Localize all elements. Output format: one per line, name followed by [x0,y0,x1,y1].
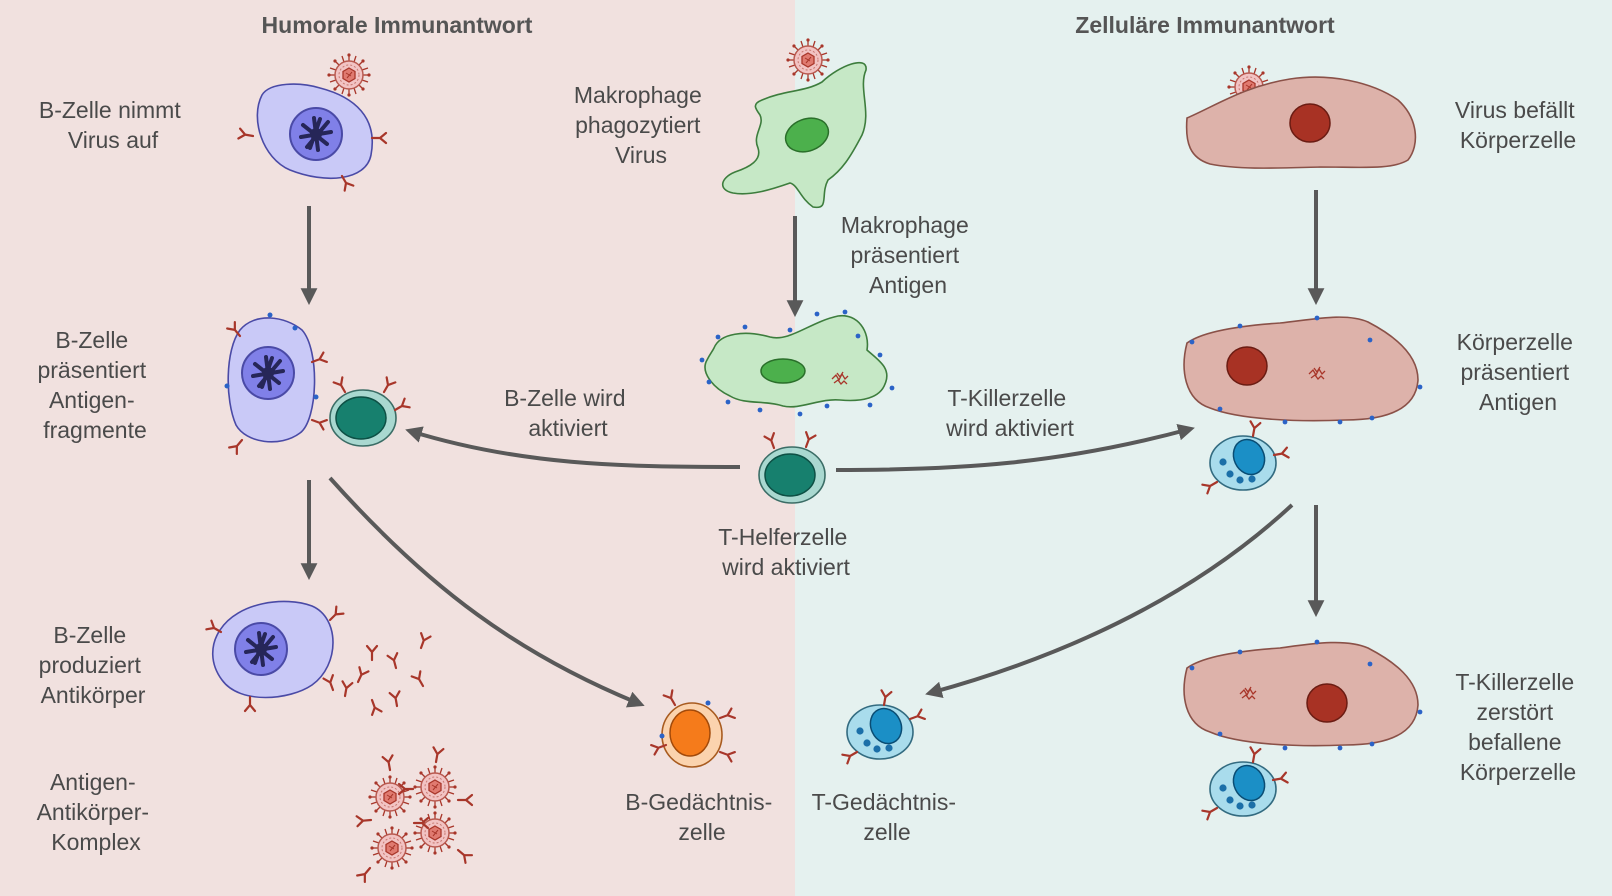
cellular-title: Zelluläre Immunantwort [1075,12,1335,38]
label-b-uptake: B-Zelle nimmt Virus auf [39,97,187,153]
label-macro-phago: Makrophage phagozytiert Virus [574,82,708,168]
arrow-tkiller-to-memory [925,503,1294,698]
label-tk-activated: T-Killerzelle wird aktiviert [945,385,1074,441]
virus-icon [326,52,372,98]
macrophage-phagocytosing [721,61,867,209]
label-tk-destroys: T-Killerzelle zerstört befallene Körperz… [1455,669,1580,785]
b-cell-uptake [237,83,388,192]
virus-icon-macrophage [785,37,831,83]
label-b-activated: B-Zelle wird aktiviert [504,385,632,441]
label-macro-present: Makrophage präsentiert Antigen [841,212,975,298]
humoral-title: Humorale Immunantwort [262,12,533,38]
arrow-b-to-memory [328,476,645,708]
label-b-memory: B-Gedächtnis- zelle [625,789,778,845]
label-b-produce: B-Zelle produziert Antikörper [39,622,148,708]
label-body-present: Körperzelle präsentiert Antigen [1457,329,1580,415]
arrow-th-to-b-cell [405,426,741,469]
body-cell-destroyed [1183,639,1423,751]
label-complex: Antigen- Antikörper- Komplex [37,769,156,855]
body-cell-infected [1185,76,1417,169]
label-th-activated: T-Helferzelle wird aktiviert [718,524,854,580]
label-t-memory: T-Gedächtnis- zelle [812,789,963,845]
flow-arrows [300,190,1325,708]
b-cell-presenting [224,312,328,456]
macrophage-presenting [699,309,895,417]
arrow-th-to-tkiller [835,423,1195,472]
b-cell-producing [205,600,345,713]
body-cell-presenting [1183,315,1423,425]
b-memory-cell [650,689,736,768]
label-virus-infects: Virus befällt Körperzelle [1455,97,1581,153]
label-b-present: B-Zelle präsentiert Antigen- fragmente [37,327,152,443]
